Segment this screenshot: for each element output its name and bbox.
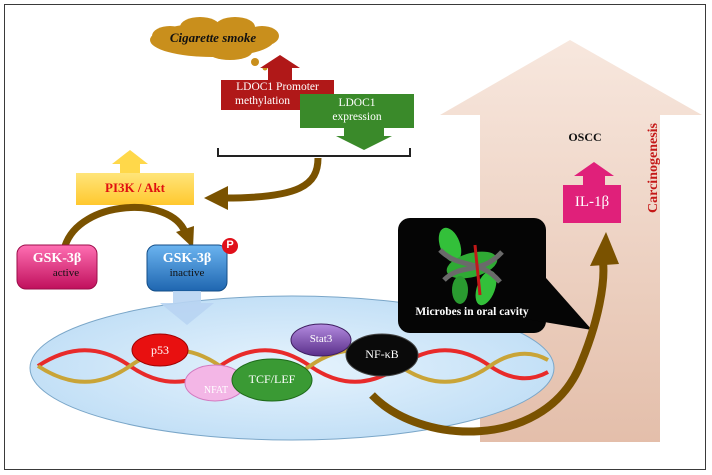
bracket-to-pi3k-arrow: [224, 157, 322, 202]
dna-strand-gold: [36, 348, 549, 384]
methylation-line1: LDOC1 Promoter: [236, 81, 319, 93]
ldoc1-line2: expression: [332, 111, 382, 123]
arrowhead: [204, 186, 228, 210]
arrowhead: [176, 226, 194, 248]
gsk3b-active-box: [16, 244, 98, 290]
methylation-label: LDOC1 Promoter methylation: [221, 80, 334, 108]
gsk3b-active-label: GSK-3β active: [17, 251, 97, 281]
methylation-line2: methylation: [235, 95, 290, 107]
gsk-activation-arc: [61, 203, 189, 248]
phospho-badge-label: P: [226, 239, 234, 251]
nfkb-label: NF-κB: [365, 347, 399, 361]
gsk3b-inactive-name: GSK-3β: [162, 251, 212, 266]
tcf-lef-node: [231, 358, 313, 402]
carcinogenesis-label: Carcinogenesis: [646, 123, 661, 213]
il1b-box: [563, 162, 621, 223]
ldoc1-label: LDOC1 expression: [300, 96, 414, 124]
p53-label: p53: [151, 343, 169, 357]
stat3-label: Stat3: [309, 333, 333, 345]
gsk3b-inactive-label: GSK-3β inactive: [147, 251, 227, 281]
tcf-lef-label: TCF/LEF: [248, 372, 296, 386]
stat3-node: [290, 323, 352, 357]
ldoc1-line1: LDOC1: [338, 97, 376, 109]
oscc-label: OSCC: [568, 130, 602, 144]
inactive-down-arrow: [160, 291, 214, 325]
gsk3b-inactive-state: inactive: [169, 267, 205, 279]
microbe-illustration: [438, 227, 504, 306]
gsk3b-active-state: active: [52, 267, 80, 279]
phospho-badge: [222, 238, 238, 254]
arrowhead: [590, 232, 619, 266]
bracket: [217, 148, 411, 157]
pi3k-akt-box: [76, 150, 194, 205]
ldoc1-expression-box: [300, 94, 414, 150]
nfat-label: NFAT: [203, 385, 229, 396]
pi3k-akt-label: PI3K / Akt: [105, 180, 165, 195]
nfkb-to-il1b-arrow: [369, 261, 608, 436]
il1b-label: IL-1β: [574, 194, 610, 210]
nfkb-node: [345, 333, 419, 377]
p53-node: [131, 333, 189, 367]
gsk3b-active-name: GSK-3β: [32, 251, 82, 266]
cigarette-smoke-label: Cigarette smoke: [169, 30, 257, 45]
microbes-label: Microbes in oral cavity: [415, 306, 529, 318]
